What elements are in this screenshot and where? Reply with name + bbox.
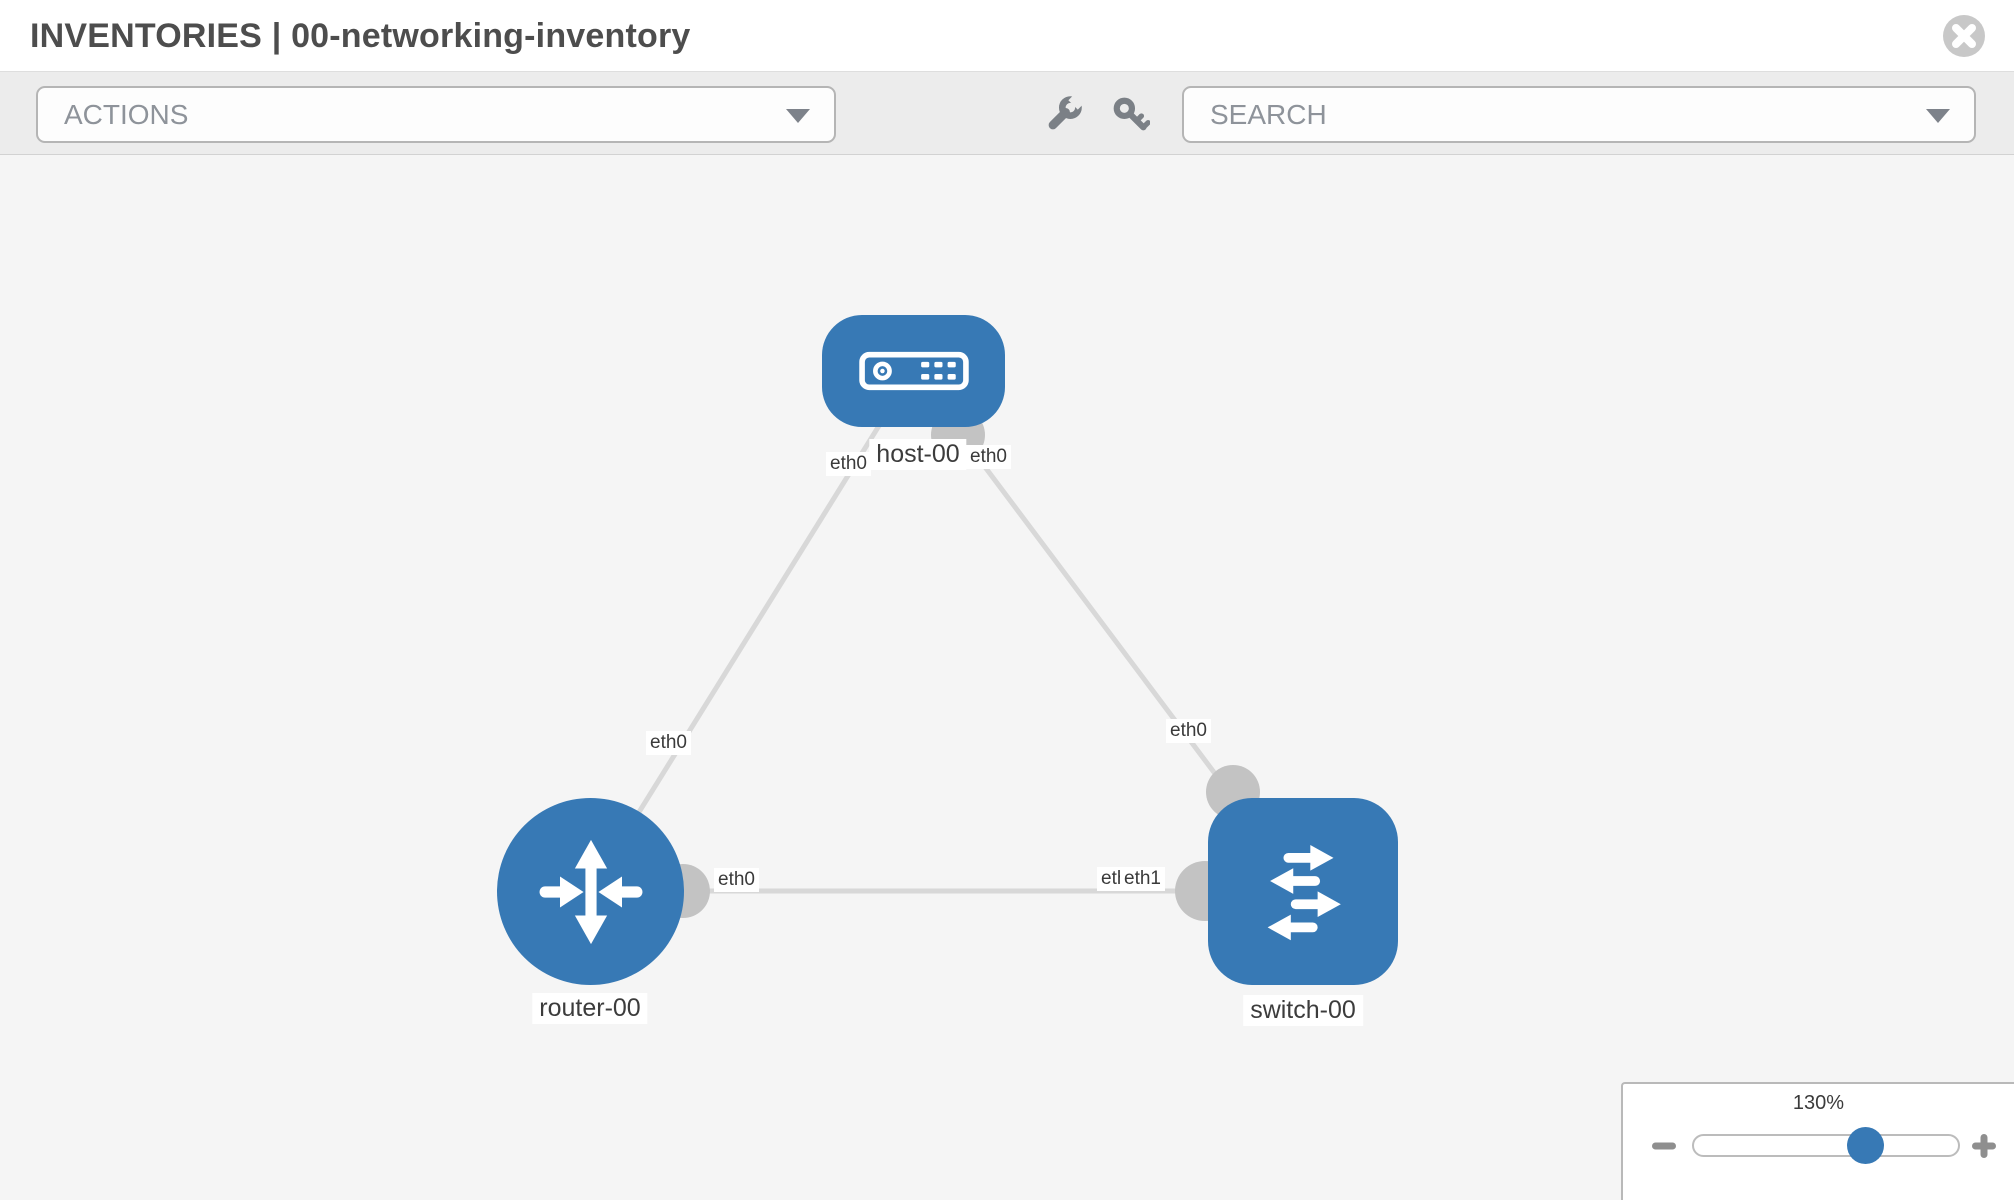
chevron-down-icon xyxy=(1926,108,1950,123)
zoom-in-button[interactable] xyxy=(1969,1131,1999,1161)
server-icon xyxy=(858,351,969,391)
interface-label: eth1 xyxy=(1120,867,1165,891)
interface-label: eth0 xyxy=(714,868,759,892)
interface-label: eth0 xyxy=(1166,719,1211,743)
router-arrows-icon xyxy=(539,839,642,944)
plus-icon xyxy=(1972,1134,1996,1158)
actions-dropdown-label: ACTIONS xyxy=(64,98,189,130)
minus-icon xyxy=(1652,1142,1676,1150)
actions-dropdown[interactable]: ACTIONS xyxy=(36,86,836,143)
credentials-tool-button[interactable] xyxy=(1112,96,1151,134)
page-title: INVENTORIES | 00-networking-inventory xyxy=(30,17,691,55)
node-label-switch: switch-00 xyxy=(1243,995,1363,1026)
configure-tool-button[interactable] xyxy=(1044,92,1086,134)
interface-label: eth0 xyxy=(966,445,1011,469)
zoom-level-value: 130% xyxy=(1792,1092,1845,1114)
switch-arrows-icon xyxy=(1267,844,1341,940)
close-button[interactable] xyxy=(1942,14,1986,58)
topology-toolbar: ACTIONS SEARCH xyxy=(0,72,2014,155)
close-icon xyxy=(1943,15,1985,57)
node-host-00[interactable] xyxy=(822,315,1005,427)
zoom-slider-thumb[interactable] xyxy=(1847,1127,1884,1164)
key-icon xyxy=(1113,97,1151,131)
breadcrumb-header: INVENTORIES | 00-networking-inventory xyxy=(0,0,2014,72)
node-router-00[interactable] xyxy=(497,798,684,985)
zoom-out-button[interactable] xyxy=(1649,1131,1679,1161)
search-dropdown[interactable]: SEARCH xyxy=(1182,86,1976,143)
node-label-router: router-00 xyxy=(532,993,648,1024)
node-label-host: host-00 xyxy=(869,439,967,470)
search-placeholder: SEARCH xyxy=(1210,98,1327,130)
zoom-control-panel: 130% xyxy=(1621,1082,2014,1200)
topology-canvas[interactable]: host-00 router-00 switch-00 eth0 eth0 et… xyxy=(0,155,2014,1200)
chevron-down-icon xyxy=(786,108,810,123)
node-switch-00[interactable] xyxy=(1208,798,1398,985)
interface-label: eth0 xyxy=(646,731,691,755)
wrench-icon xyxy=(1048,92,1086,130)
interface-label: eth0 xyxy=(826,452,871,476)
zoom-slider-track[interactable] xyxy=(1692,1134,1960,1157)
